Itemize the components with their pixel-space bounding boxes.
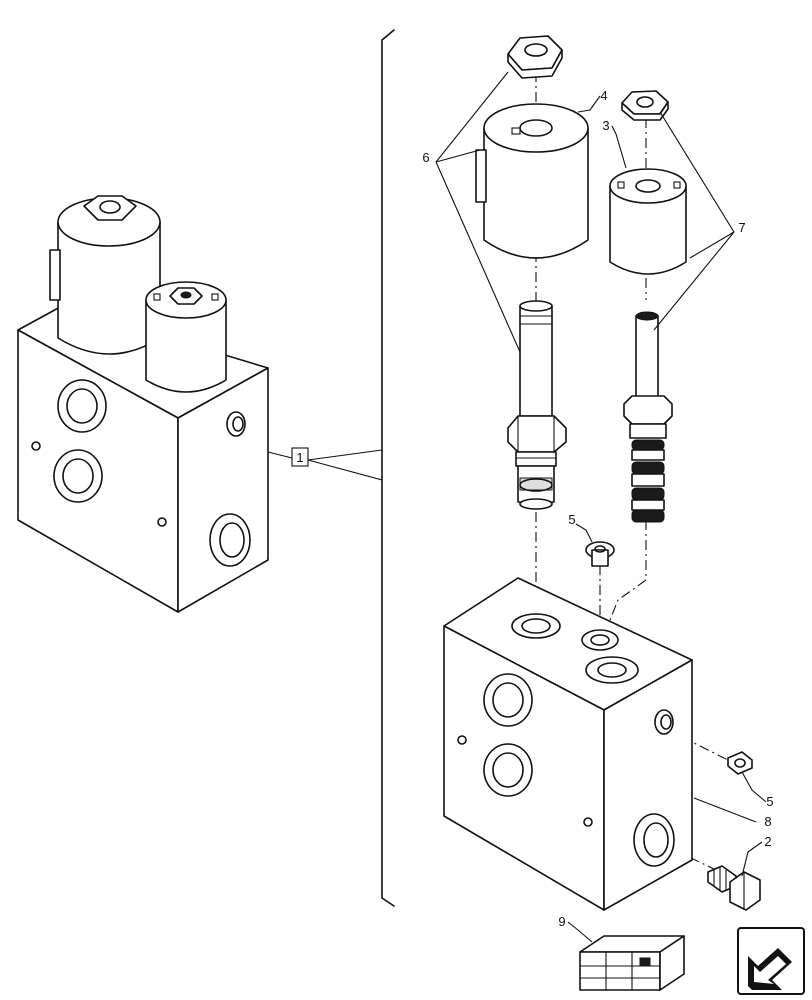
callout-9: 9	[558, 914, 565, 929]
assembly-callout: 1	[267, 29, 395, 907]
callout-7: 7	[738, 220, 745, 235]
valve-body-block	[443, 577, 693, 911]
assembled-valve	[17, 195, 269, 613]
exploded-view-bracket	[381, 29, 395, 907]
small-nut	[621, 90, 669, 121]
small-coil	[609, 168, 687, 275]
leader-lines	[435, 71, 767, 943]
callout-8: 8	[764, 814, 771, 829]
callout-3: 3	[602, 118, 609, 133]
large-nut	[507, 35, 563, 79]
callout-2: 2	[764, 834, 771, 849]
large-cartridge-valve	[507, 300, 567, 510]
hex-plug	[707, 865, 761, 911]
back-arrow-icon[interactable]	[737, 927, 805, 995]
callout-5-side: 5	[766, 794, 773, 809]
side-plug	[727, 751, 753, 775]
callout-5-top: 5	[568, 512, 575, 527]
top-plug	[585, 541, 615, 567]
callout-labels: 4 3 6 7 5 5 8 2 9	[422, 88, 773, 929]
callout-4: 4	[600, 88, 607, 103]
kit-crate	[579, 935, 685, 991]
large-coil	[475, 103, 589, 259]
callout-1: 1	[296, 450, 303, 465]
small-cartridge-valve	[623, 311, 673, 523]
callout-6: 6	[422, 150, 429, 165]
